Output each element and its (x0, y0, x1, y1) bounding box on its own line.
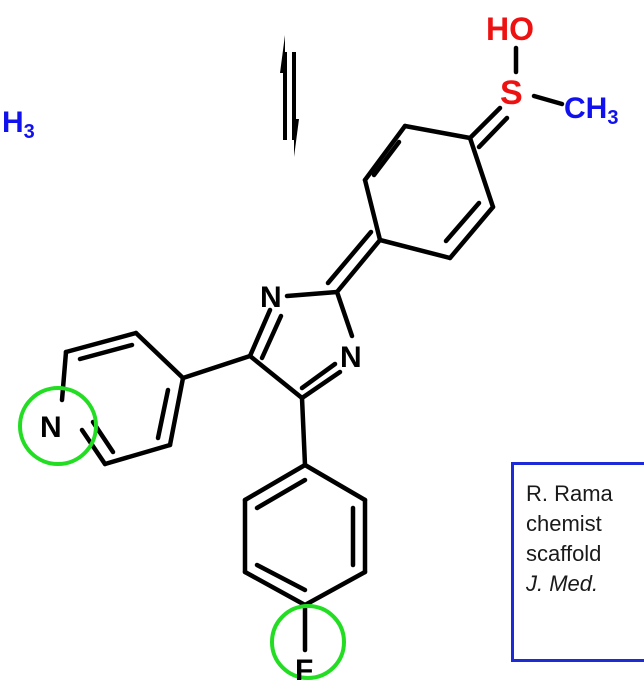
bond (334, 237, 383, 295)
bond (59, 349, 69, 403)
highlight-circles (18, 386, 346, 680)
bond (299, 361, 338, 391)
bond (302, 462, 368, 503)
bond (371, 139, 402, 178)
methyl-label: CH3 (564, 92, 618, 129)
reference-line-3: scaffold (526, 541, 602, 566)
bond (242, 569, 308, 608)
bond (531, 93, 565, 107)
highlight-circle-pyridine-n (18, 386, 98, 466)
equilibrium-up-arrow-head (280, 35, 285, 73)
reference-line-4: J. Med. (526, 571, 599, 596)
bond (180, 353, 253, 381)
bond (63, 330, 139, 355)
bond (362, 123, 408, 183)
fluorine-label: F (295, 654, 313, 687)
bond (299, 369, 343, 401)
bond (242, 462, 308, 503)
bond (254, 477, 308, 511)
imidazole-n-right-label: N (340, 341, 362, 374)
bond (254, 562, 308, 593)
bond (167, 375, 186, 448)
left-fragment-symbol: H (2, 106, 24, 139)
left-fragment-label: H3 (2, 106, 35, 143)
molecule-bonds (59, 45, 565, 653)
bond (284, 289, 340, 299)
left-fragment-subscript: 3 (24, 121, 35, 143)
bond (362, 177, 383, 243)
bond (77, 342, 135, 362)
bond (133, 330, 186, 381)
equilibrium-arrows (280, 35, 299, 157)
bond (247, 353, 305, 401)
pyridine-n-label: N (40, 411, 62, 444)
bond (325, 229, 374, 286)
methyl-symbol: CH (564, 92, 607, 125)
bond (334, 289, 355, 339)
highlight-circle-fluorine (270, 604, 346, 680)
hydroxyl-label: HO (486, 11, 534, 47)
bond (79, 427, 108, 467)
atom-labels: H3 HO S CH3 N N N F (2, 11, 618, 687)
bond (476, 115, 510, 150)
bond (155, 387, 171, 441)
imidazole-n-top-label: N (260, 281, 282, 314)
bond (247, 307, 273, 359)
reference-box: R. Rama chemist scaffold J. Med. (511, 462, 644, 662)
bond (259, 313, 284, 361)
sulfur-label: S (500, 74, 523, 112)
bond (443, 200, 482, 244)
bond (102, 442, 173, 467)
bond (447, 204, 496, 261)
reference-line-1: R. Rama (526, 481, 613, 506)
bond (377, 237, 453, 261)
bond (299, 395, 308, 468)
bond (467, 105, 503, 141)
bond (402, 123, 473, 141)
equilibrium-down-arrow-head (294, 119, 299, 157)
reference-line-2: chemist (526, 511, 602, 536)
bond (467, 135, 496, 210)
methyl-subscript: 3 (607, 107, 618, 129)
bond (302, 569, 368, 608)
